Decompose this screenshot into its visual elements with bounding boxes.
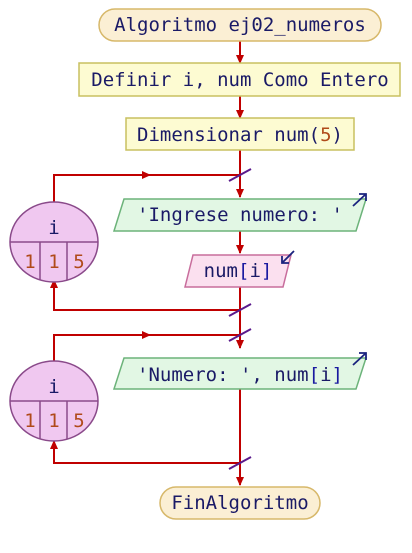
- dimension-number: 5: [320, 124, 331, 146]
- output-arrow-icon: [352, 193, 367, 207]
- loop2-counter-step: 1: [48, 410, 59, 432]
- loop2-counter-end: 5: [73, 410, 84, 432]
- input-lbracket: [: [238, 260, 249, 282]
- loop2-counter-start: 1: [24, 410, 35, 432]
- input-index: i: [249, 260, 260, 282]
- loop1-output-label: 'Ingrese numero: ': [137, 204, 343, 226]
- dimension-node-label: Dimensionar num(5): [137, 124, 343, 146]
- loop1-entry-line: [53, 174, 240, 202]
- end-node-label: FinAlgoritmo: [171, 492, 308, 514]
- define-node[interactable]: Definir i, num Como Entero: [78, 62, 401, 97]
- loop1-output-node[interactable]: 'Ingrese numero: ': [112, 193, 368, 232]
- loop1-end-marker: [228, 303, 252, 317]
- loop1-counter-var: i: [48, 217, 59, 239]
- loop2-counter-var: i: [48, 376, 59, 398]
- define-node-label: Definir i, num Como Entero: [91, 69, 388, 91]
- loop2-end-marker: [228, 456, 252, 470]
- define-node-shape: [78, 62, 401, 97]
- start-node[interactable]: Algoritmo ej02_numeros: [98, 8, 382, 42]
- loop-markers: [228, 168, 252, 470]
- output2-index: i: [320, 364, 331, 386]
- loop1-return-line: [50, 279, 240, 311]
- loop1-input-node[interactable]: num[i]: [184, 250, 295, 288]
- dimension-suffix: ): [332, 124, 343, 146]
- loop2-output-label: 'Numero: ', num[i]: [137, 364, 343, 386]
- loop2-return-line: [50, 440, 240, 464]
- loop2-counter[interactable]: i 1 1 5: [9, 360, 99, 442]
- loop1-counter-step: 1: [48, 251, 59, 273]
- loop1-counter-start: 1: [24, 251, 35, 273]
- start-node-shape: [98, 8, 382, 42]
- output2-rbracket: ]: [332, 364, 343, 386]
- loop1-counter[interactable]: i 1 1 5: [9, 201, 99, 283]
- input-arrow-icon: [281, 250, 295, 264]
- loop2-start-marker: [228, 328, 252, 342]
- output2-prefix: 'Numero: ', num: [137, 364, 309, 386]
- loop1-counter-end: 5: [73, 251, 84, 273]
- dimension-prefix: Dimensionar num(: [137, 124, 320, 146]
- loop2-entry-line: [53, 334, 240, 363]
- dimension-node-shape: [125, 117, 355, 151]
- end-node[interactable]: FinAlgoritmo: [159, 486, 321, 520]
- start-node-label: Algoritmo ej02_numeros: [114, 14, 366, 36]
- input-var: num: [204, 260, 238, 282]
- end-node-shape: [159, 486, 321, 520]
- loop1-output-shape: [112, 198, 368, 232]
- dimension-node[interactable]: Dimensionar num(5): [125, 117, 355, 151]
- loop1-input-label: num[i]: [204, 260, 273, 282]
- loop2-output-shape: [112, 357, 368, 390]
- input-rbracket: ]: [261, 260, 272, 282]
- connectors: [50, 41, 244, 486]
- loop1-start-marker: [228, 168, 252, 182]
- loop2-output-node[interactable]: 'Numero: ', num[i]: [112, 352, 368, 390]
- loop1-input-shape: [184, 254, 292, 288]
- output2-lbracket: [: [309, 364, 320, 386]
- output-arrow-icon: [352, 352, 367, 366]
